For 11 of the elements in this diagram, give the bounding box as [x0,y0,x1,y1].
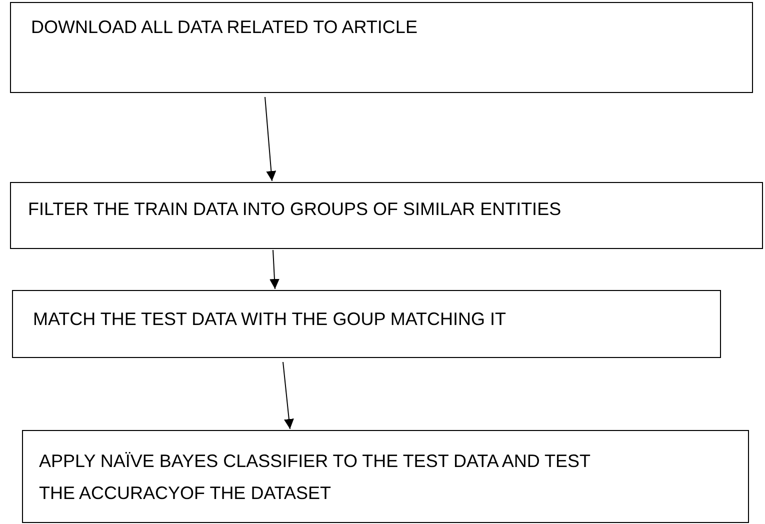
arrow [264,96,276,182]
step-text: APPLY NAÏVE BAYES CLASSIFIER TO THE TEST DATA AND TEST THE ACCURACYOF THE DATASET [39,450,592,505]
process-box [10,182,763,249]
process-box [22,430,749,523]
process-box [12,290,721,358]
step-text: MATCH THE TEST DATA WITH THE GOUP MATCHING IT [33,308,506,331]
step-text: FILTER THE TRAIN DATA INTO GROUPS OF SIMILAR ENTITIES [28,198,562,221]
arrow [270,250,280,290]
step-text: DOWNLOAD ALL DATA RELATED TO ARTICLE [31,16,418,39]
arrow [282,362,294,430]
process-box [10,2,753,93]
